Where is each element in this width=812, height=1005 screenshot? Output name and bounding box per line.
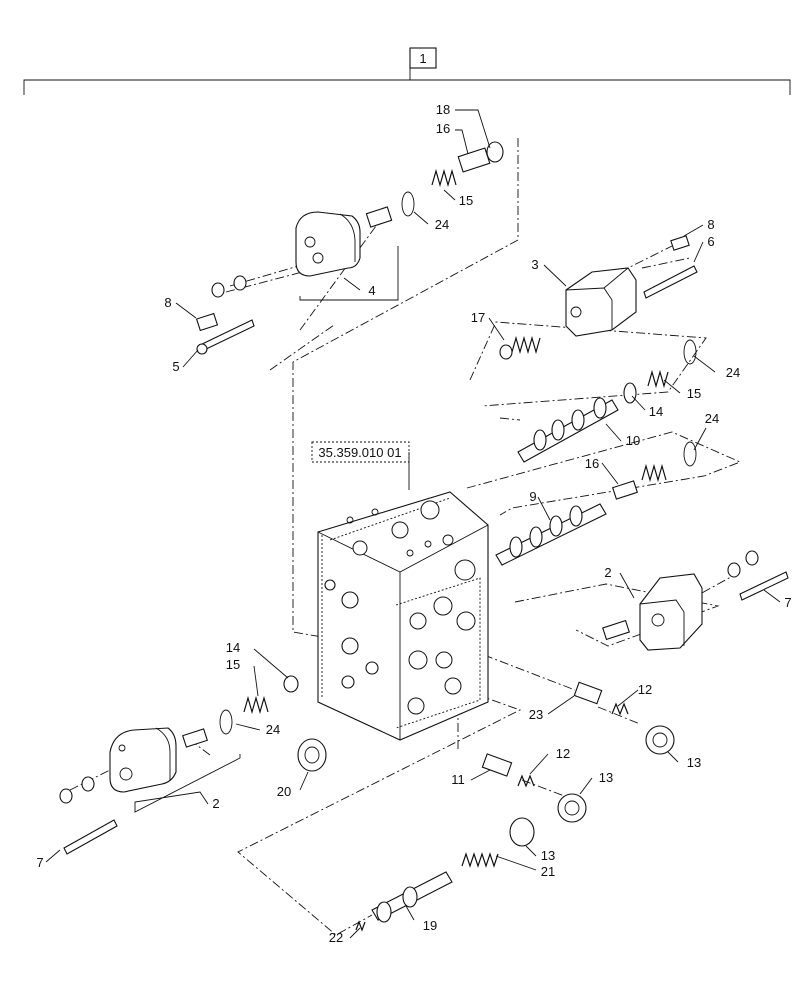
callout-15[interactable]: 15 xyxy=(226,657,240,672)
callout-14[interactable]: 14 xyxy=(649,404,663,419)
spool-9 xyxy=(495,441,697,566)
callout-24[interactable]: 24 xyxy=(726,365,740,380)
end-cap-right xyxy=(602,550,789,651)
callout-13[interactable]: 13 xyxy=(687,755,701,770)
callout-5[interactable]: 5 xyxy=(172,359,179,374)
assembly-bracket: 1 xyxy=(23,47,791,95)
callout-labels: 18 16 15 24 4 8 5 8 6 3 17 24 15 14 10 2… xyxy=(36,102,791,945)
item-number-box xyxy=(409,47,437,69)
callout-2[interactable]: 2 xyxy=(212,796,219,811)
callout-13[interactable]: 13 xyxy=(599,770,613,785)
callout-24[interactable]: 24 xyxy=(705,411,719,426)
end-cap-upper-left xyxy=(295,206,393,277)
callout-14[interactable]: 14 xyxy=(226,640,240,655)
callout-10[interactable]: 10 xyxy=(626,433,640,448)
callout-13[interactable]: 13 xyxy=(541,848,555,863)
callout-leaders xyxy=(45,109,781,939)
item-number-label[interactable]: 1 xyxy=(419,51,426,66)
callout-15[interactable]: 15 xyxy=(459,193,473,208)
lower-fittings xyxy=(355,681,675,932)
callout-9[interactable]: 9 xyxy=(529,489,536,504)
spool-10 xyxy=(517,339,697,463)
upper-left-spool-parts xyxy=(195,141,504,355)
callout-7[interactable]: 7 xyxy=(36,855,43,870)
callout-20[interactable]: 20 xyxy=(277,784,291,799)
callout-2[interactable]: 2 xyxy=(604,565,611,580)
callout-7[interactable]: 7 xyxy=(784,595,791,610)
end-cap-upper-right xyxy=(499,235,698,360)
callout-6[interactable]: 6 xyxy=(707,234,714,249)
callout-22[interactable]: 22 xyxy=(329,930,343,945)
callout-24[interactable]: 24 xyxy=(435,217,449,232)
body-reference[interactable]: 35.359.010 01 xyxy=(318,445,401,460)
callout-16[interactable]: 16 xyxy=(585,456,599,471)
callout-11[interactable]: 11 xyxy=(451,772,465,787)
end-cap-lower-left xyxy=(59,675,327,855)
reference-box: 35.359.010 01 xyxy=(311,441,410,490)
callout-21[interactable]: 21 xyxy=(541,864,555,879)
callout-4[interactable]: 4 xyxy=(368,283,375,298)
callout-16[interactable]: 16 xyxy=(436,121,450,136)
callout-8[interactable]: 8 xyxy=(164,295,171,310)
valve-body xyxy=(317,491,489,741)
callout-3[interactable]: 3 xyxy=(531,257,538,272)
callout-18[interactable]: 18 xyxy=(436,102,450,117)
callout-23[interactable]: 23 xyxy=(529,707,543,722)
callout-19[interactable]: 19 xyxy=(423,918,437,933)
callout-15[interactable]: 15 xyxy=(687,386,701,401)
callout-12[interactable]: 12 xyxy=(556,746,570,761)
callout-8[interactable]: 8 xyxy=(707,217,714,232)
callout-24[interactable]: 24 xyxy=(266,722,280,737)
callout-17[interactable]: 17 xyxy=(471,310,485,325)
callout-12[interactable]: 12 xyxy=(638,682,652,697)
